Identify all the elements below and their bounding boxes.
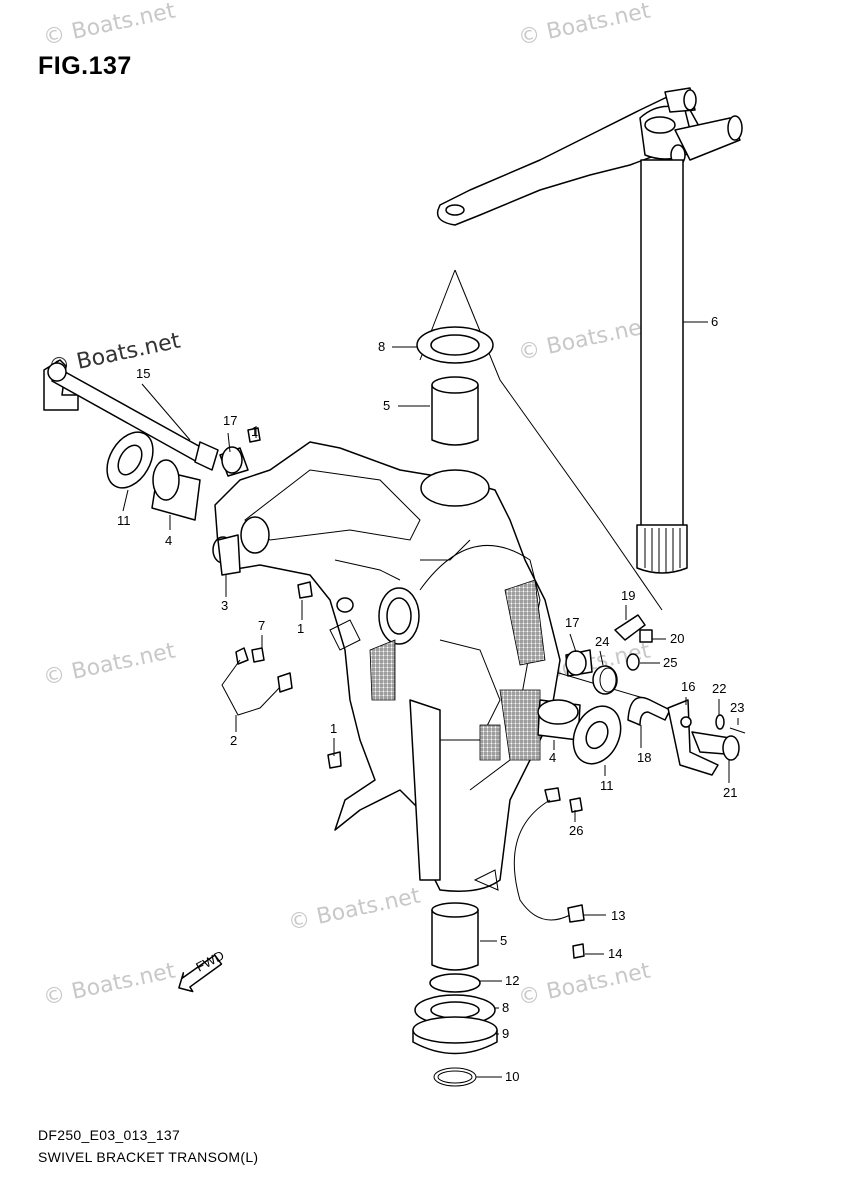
callout-5[interactable]: 5 [500,933,507,948]
spring-part-24[interactable] [592,665,618,695]
bolt-part-14[interactable] [572,943,585,959]
seal-part-9[interactable] [412,1016,498,1055]
bracket-part-16[interactable] [667,699,719,776]
swivel-bracket-body[interactable] [212,441,561,892]
washer-part-22[interactable] [715,714,725,730]
bushing-part-4-left[interactable] [151,459,201,521]
callout-leader-17 [569,633,577,653]
bushing-part-4-right[interactable] [537,699,581,741]
watermark-text: © Boats.net [41,958,178,1010]
callout-26[interactable]: 26 [569,823,583,838]
plate-part-19[interactable] [614,614,646,641]
watermark-text: © Boats.net [516,313,653,365]
ground-cable-part-2[interactable] [221,647,293,716]
callout-13[interactable]: 13 [611,908,625,923]
grease-nipple-part-1-low[interactable] [327,751,342,769]
bracket-part-3[interactable] [217,534,241,576]
ground-cable-part-13[interactable] [513,787,585,923]
callout-leader-17 [227,432,231,453]
forward-direction-icon: FWD [178,948,227,993]
grease-nipple-part-1-mid[interactable] [297,581,313,599]
callout-8[interactable]: 8 [502,1000,509,1015]
callout-14[interactable]: 14 [608,946,622,961]
callout-9[interactable]: 9 [502,1026,509,1041]
steering-shaft-part[interactable] [436,87,743,574]
watermark-text: © Boats.net [516,0,653,51]
callout-11[interactable]: 11 [117,513,131,528]
drawing-name: SWIVEL BRACKET TRANSOM(L) [38,1149,259,1165]
tilt-pin-part-15[interactable] [43,359,219,471]
drawing-code: DF250_E03_013_137 [38,1127,181,1143]
watermark-text: © Boats.net [41,638,178,690]
bushing-part-5-bottom[interactable] [431,902,479,971]
callout-1[interactable]: 1 [251,424,258,439]
ring-part-12[interactable] [429,973,481,993]
callout-19[interactable]: 19 [621,588,635,603]
snap-ring-part-10[interactable] [433,1067,477,1087]
callout-leader-24 [599,650,604,666]
callout-1[interactable]: 1 [330,721,337,736]
callout-22[interactable]: 22 [712,681,726,696]
callout-4[interactable]: 4 [549,750,556,765]
watermark-text: © Boats.net [516,958,653,1010]
plug-part-17-right[interactable] [565,649,593,677]
callout-24[interactable]: 24 [595,634,609,649]
washer-part-8-top[interactable] [416,326,494,364]
plug-part-17-left[interactable] [219,446,249,477]
watermark-text: © Boats.net [286,883,423,935]
nut-part-21[interactable] [691,731,740,761]
callout-25[interactable]: 25 [663,655,677,670]
callout-leader-11 [122,489,129,512]
grease-nipple-part-1-top[interactable] [247,427,261,443]
callout-21[interactable]: 21 [723,785,737,800]
bolt-part-7[interactable] [251,647,265,663]
callout-11[interactable]: 11 [600,778,614,793]
lever-part-18[interactable] [627,696,671,726]
callout-15[interactable]: 15 [136,366,150,381]
callout-2[interactable]: 2 [230,733,237,748]
callout-16[interactable]: 16 [681,679,695,694]
bolt-part-20[interactable] [639,629,653,643]
pin-part-23[interactable] [729,727,746,734]
callout-17[interactable]: 17 [223,413,237,428]
bushing-part-5-top[interactable] [431,376,479,446]
spring-part-25[interactable] [626,653,640,671]
callout-18[interactable]: 18 [637,750,651,765]
callout-leader-15 [141,383,191,441]
callout-12[interactable]: 12 [505,973,519,988]
watermark-text: © Boats.net [41,0,178,51]
callout-6[interactable]: 6 [711,314,718,329]
washer-part-11-left[interactable] [98,424,163,496]
callout-4[interactable]: 4 [165,533,172,548]
callout-17[interactable]: 17 [565,615,579,630]
callout-7[interactable]: 7 [258,618,265,633]
callout-3[interactable]: 3 [221,598,228,613]
bolt-part-26[interactable] [569,797,583,813]
washer-part-11-right[interactable] [564,699,629,772]
callout-8[interactable]: 8 [378,339,385,354]
callout-10[interactable]: 10 [505,1069,519,1084]
callout-1[interactable]: 1 [297,621,304,636]
callout-layer: 1112344556788910111112131415161717181920… [117,314,744,1084]
callout-23[interactable]: 23 [730,700,744,715]
callout-20[interactable]: 20 [670,631,684,646]
callout-5[interactable]: 5 [383,398,390,413]
figure-title: FIG.137 [38,52,132,80]
